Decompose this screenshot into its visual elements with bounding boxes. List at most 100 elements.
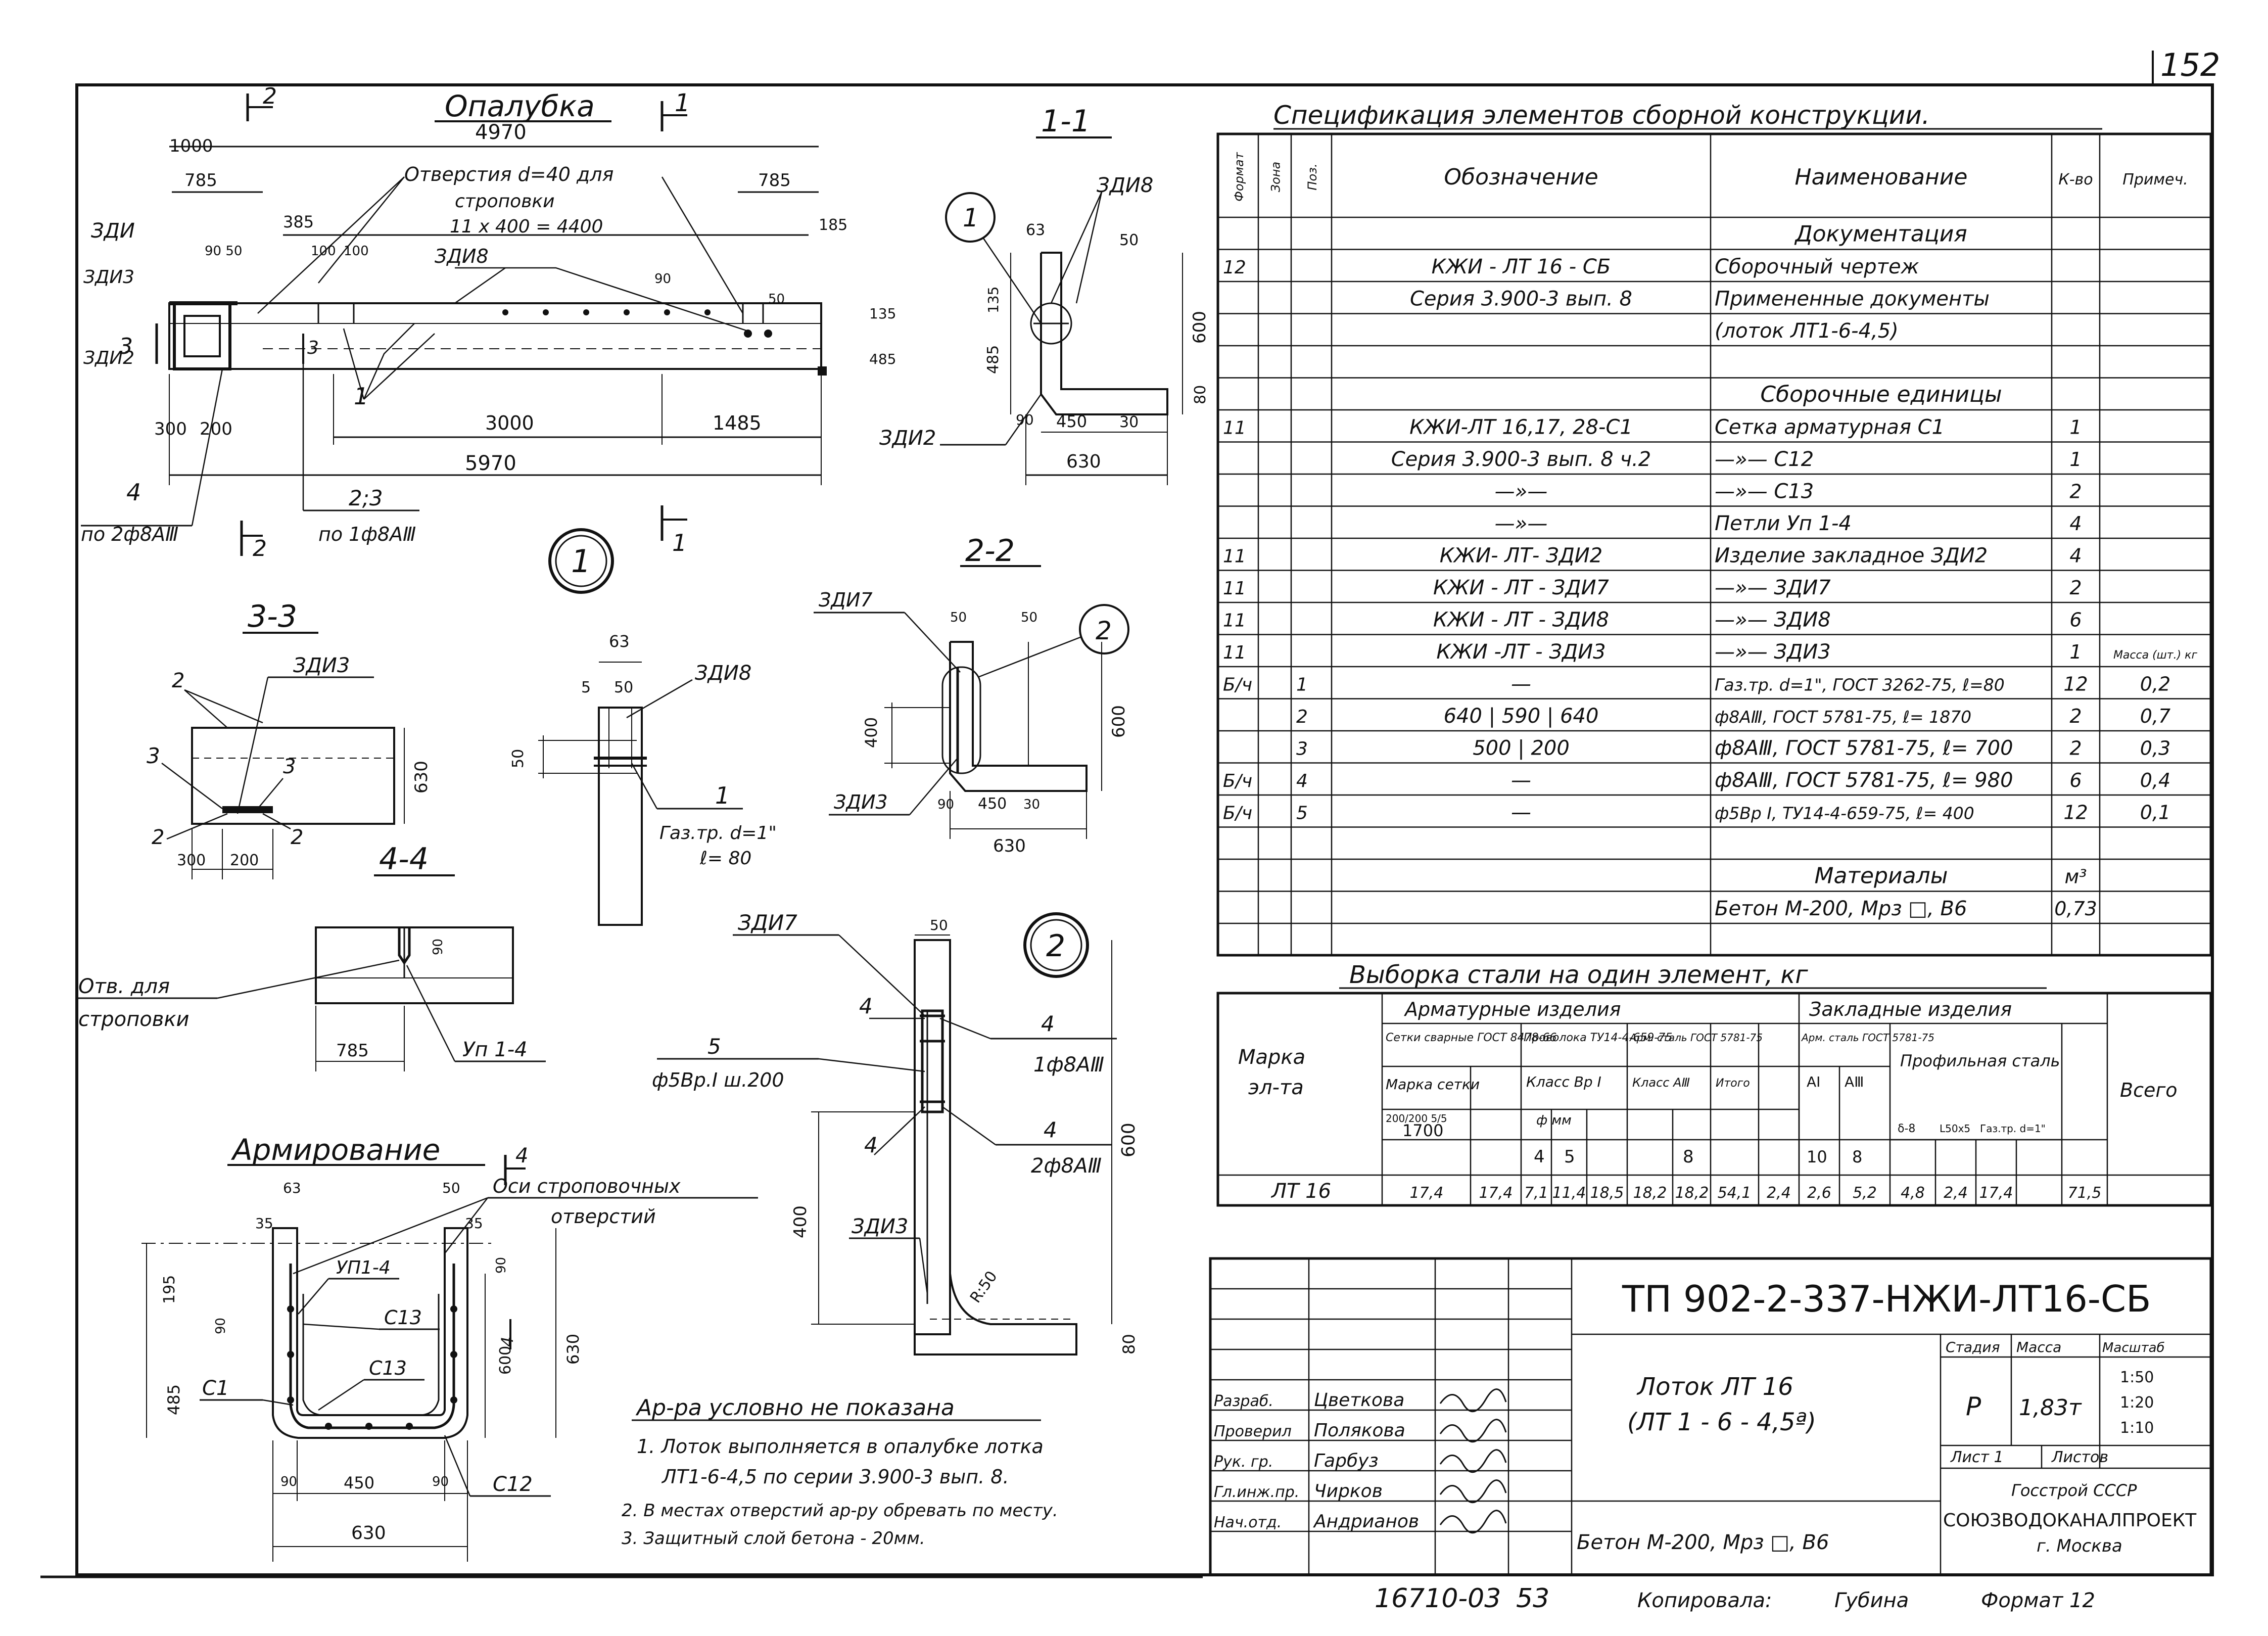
dn2-mark-5: 5 <box>707 1034 721 1059</box>
steel-row-cell-1: 17,4 <box>1410 1184 1444 1202</box>
tb-role-2: Рук. гр. <box>1214 1453 1273 1471</box>
tb-role-1: Проверил <box>1214 1423 1292 1440</box>
notes-heading: Ар-ра условно не показана <box>635 1395 955 1421</box>
steel-row-cell-8: 54,1 <box>1718 1184 1752 1202</box>
steel-row-cell-5: 18,5 <box>1590 1184 1624 1202</box>
steel-h-ai: АI <box>1807 1073 1820 1090</box>
footer-copied-name: Губина <box>1834 1589 1909 1612</box>
spec-cell-r13-c0: 11 <box>1223 642 1246 663</box>
callout-4: 4 <box>126 479 141 506</box>
dn2-rebar-4b: 2ф8АⅢ <box>1031 1154 1102 1178</box>
tb-scale-3: 1:10 <box>2120 1419 2154 1437</box>
page-number: 152 <box>2160 46 2220 83</box>
steel-h-mark-mesh: Марка сетки <box>1386 1076 1480 1093</box>
spec-header-0: Формат <box>1232 152 1246 201</box>
dn2-dim-r: R:50 <box>967 1268 1001 1306</box>
s11-dim-30: 30 <box>1119 413 1139 431</box>
spec-cell-r1-c3: КЖИ - ЛТ 16 - СБ <box>1432 255 1611 278</box>
section-1-1: 1-1 ЗДИ8 1 63 50 135 485 600 80 90 450 3… <box>940 104 1210 485</box>
tb-person-1: Полякова <box>1314 1420 1405 1441</box>
dim-50: 50 <box>768 292 785 307</box>
dn2-mark-4b: 4 <box>1041 1011 1055 1036</box>
steel-h-1700: 1700 <box>1402 1121 1443 1140</box>
node-1-big: 1 <box>571 543 591 580</box>
dim-3000: 3000 <box>485 412 534 434</box>
steel-h-wire: Проволока ТУ14-4-659-75 <box>1524 1032 1672 1044</box>
steel-h-class-bp: Класс Вр I <box>1526 1073 1601 1090</box>
steel-h-class-a: Класс АⅢ <box>1632 1076 1690 1090</box>
mark-1: 1 <box>354 383 368 410</box>
specification-table: Спецификация элементов сборной конструкц… <box>1216 101 2212 957</box>
tb-stage: Р <box>1966 1392 1981 1421</box>
label-zdi8: ЗДИ8 <box>435 245 489 267</box>
footer-format: Формат 12 <box>1981 1589 2095 1612</box>
spec-header-3: Обозначение <box>1444 164 1598 190</box>
section-1-1-title: 1-1 <box>1041 104 1091 139</box>
arm-dim-63: 63 <box>283 1180 301 1196</box>
spec-cell-r13-c5: 1 <box>2069 641 2082 663</box>
section-mark-1-top: 1 <box>675 89 690 117</box>
spec-cell-r14-c5: 12 <box>2063 673 2088 695</box>
section-3-3: 3-3 ЗДИ3 2 3 3 2 2 630 300 200 <box>147 599 432 879</box>
spec-header-4: Наименование <box>1795 164 1968 190</box>
steel-h-4: 4 <box>1534 1147 1545 1167</box>
s11-dim-600: 600 <box>1190 311 1210 344</box>
note-1a: 1. Лоток выполняется в опалубке лотка <box>637 1435 1044 1458</box>
tb-person-2: Гарбуз <box>1314 1451 1379 1471</box>
spec-cell-r6-c0: 11 <box>1223 418 1246 439</box>
s11-dim-50: 50 <box>1119 231 1139 249</box>
spec-cell-r21-c4: Бетон М-200, Мрз □, В6 <box>1715 897 1967 920</box>
steel-row-cell-4: 11,4 <box>1552 1184 1586 1202</box>
spec-cell-r9-c4: Петли Уп 1-4 <box>1715 512 1852 535</box>
spec-cell-r8-c5: 2 <box>2069 481 2082 503</box>
callout-23-text: по 1ф8АⅢ <box>318 523 416 545</box>
dim-5970: 5970 <box>465 452 516 475</box>
spec-cell-r14-c4: Газ.тр. d=1", ГОСТ 3262-75, ℓ=80 <box>1715 675 2005 695</box>
spec-header-1: Зона <box>1269 162 1283 192</box>
spec-cell-r8-c3: —»— <box>1495 480 1548 503</box>
dim-100b: 100 <box>344 244 369 259</box>
spec-cell-r17-c4: ф8АⅢ, ГОСТ 5781-75, ℓ= 980 <box>1715 769 2013 792</box>
label-zdi: ЗДИ <box>91 219 135 243</box>
arm-dim-50: 50 <box>442 1180 460 1196</box>
spec-cell-r10-c3: КЖИ- ЛТ- ЗДИ2 <box>1440 544 1602 568</box>
dn2-rebar-4a: 1ф8АⅢ <box>1033 1053 1104 1077</box>
note-1b: ЛТ1-6-4,5 по серии 3.900-3 вып. 8. <box>661 1466 1009 1488</box>
spec-cell-r12-c3: КЖИ - ЛТ - ЗДИ8 <box>1433 609 1609 632</box>
tb-sheet: Лист 1 <box>1950 1448 2004 1466</box>
arm-dim-35a: 35 <box>255 1215 273 1232</box>
spec-cell-r16-c6: 0,3 <box>2140 737 2170 760</box>
section-2-2-title: 2-2 <box>965 533 1015 569</box>
s11-node-1: 1 <box>963 203 979 232</box>
steel-row-cell-0: ЛТ 16 <box>1270 1180 1331 1203</box>
s33-mark-2-top: 2 <box>172 669 184 692</box>
s44-hole-label-1: Отв. для <box>78 975 170 998</box>
steel-row-cell-13: 2,4 <box>1944 1184 1968 1202</box>
s22-label-zdi7: ЗДИ7 <box>819 589 873 611</box>
s22-dim-30: 30 <box>1023 797 1040 812</box>
steel-h-p2: L50x5 <box>1940 1123 1970 1135</box>
tb-org-3: г. Москва <box>2037 1536 2122 1556</box>
steel-h-mark2: эл-та <box>1248 1076 1304 1099</box>
tb-mass: 1,83т <box>2019 1395 2082 1421</box>
spec-cell-r10-c5: 4 <box>2069 545 2082 567</box>
s22-dim-400: 400 <box>862 717 881 748</box>
steel-title: Выборка стали на один элемент, кг <box>1349 961 1808 989</box>
steel-h-rebar: Арм. сталь ГОСТ 5781-75 <box>1629 1032 1763 1044</box>
spec-cell-r9-c3: —»— <box>1495 512 1548 535</box>
arm-c13b: С13 <box>369 1357 407 1379</box>
steel-row-cell-15: 71,5 <box>2068 1184 2102 1202</box>
dim-1000: 1000 <box>169 136 213 156</box>
spec-cell-r1-c4: Сборочный чертеж <box>1715 255 1919 278</box>
s11-label-zdi8: ЗДИ8 <box>1097 174 1153 197</box>
dim-90-50: 90 50 <box>205 244 242 259</box>
s11-dim-80: 80 <box>1192 385 1209 404</box>
s33-mark-2-left: 2 <box>152 826 164 849</box>
steel-h-5: 5 <box>1564 1147 1575 1167</box>
steel-row-cell-10: 2,6 <box>1807 1184 1831 1202</box>
spec-cell-r12-c5: 6 <box>2069 609 2082 631</box>
dn2-node-2: 2 <box>1046 928 1065 964</box>
dn1-label-zdi8: ЗДИ8 <box>695 662 751 685</box>
spec-cell-r16-c3: 500 | 200 <box>1473 737 1570 760</box>
